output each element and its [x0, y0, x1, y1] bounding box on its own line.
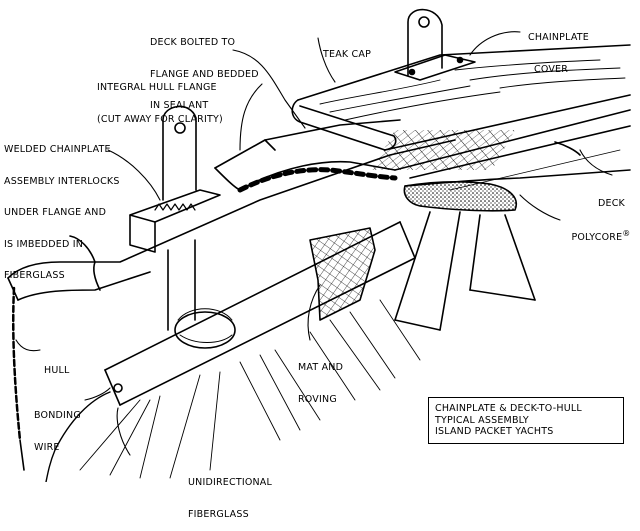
- label-deck: DECK: [598, 178, 625, 220]
- label-line: TEAK CAP: [323, 49, 372, 60]
- label-line: POLYCORE: [571, 231, 623, 243]
- label-line: UNIDIRECTIONAL: [188, 477, 272, 488]
- deck-panel: [371, 109, 631, 191]
- roving-disk: [174, 308, 236, 349]
- leader-lines: [15, 31, 613, 456]
- label-line: INTEGRAL HULL FLANGE: [97, 82, 217, 93]
- registered-mark: ®: [622, 228, 631, 238]
- hull-shell: [7, 139, 456, 471]
- label-line: FIBERGLASS: [188, 508, 249, 520]
- label-bonding-wire: BONDING WIRE: [34, 390, 81, 464]
- caption-line: ISLAND PACKET YACHTS: [435, 426, 554, 437]
- label-unidirectional: UNIDIRECTIONAL FIBERGLASS: [188, 457, 272, 531]
- label-line: ASSEMBLY INTERLOCKS: [4, 175, 120, 187]
- chainplate-assembly: [129, 8, 443, 331]
- chainplate-diagram: DECK BOLTED TO FLANGE AND BEDDED IN SEAL…: [4, 8, 631, 520]
- label-polycore: POLYCORE®: [565, 218, 631, 243]
- mat-roving-swatch: [309, 227, 376, 321]
- label-line: (CUT AWAY FOR CLARITY): [97, 113, 223, 125]
- diagram-illustration: [7, 8, 631, 482]
- label-line: WELDED CHAINPLATE: [4, 144, 111, 155]
- label-line: WIRE: [34, 441, 60, 453]
- hull-flange: [214, 119, 401, 193]
- caption-line: CHAINPLATE & DECK-TO-HULL: [435, 403, 582, 414]
- label-deck-bolted: DECK BOLTED TO FLANGE AND BEDDED IN SEAL…: [150, 17, 259, 122]
- label-mat-roving: MAT AND ROVING: [298, 342, 343, 416]
- label-line: FIBERGLASS: [4, 270, 65, 281]
- label-line: IN SEALANT: [150, 100, 209, 111]
- label-hull: HULL: [44, 345, 69, 387]
- support-legs: [394, 211, 536, 331]
- label-line: DECK: [598, 198, 625, 209]
- caption-line: TYPICAL ASSEMBLY: [435, 414, 529, 426]
- bonding-wire: [45, 391, 111, 482]
- label-line: ROVING: [298, 393, 337, 405]
- label-line: COVER: [534, 63, 569, 75]
- caption-box: CHAINPLATE & DECK-TO-HULL TYPICAL ASSEMB…: [428, 397, 624, 444]
- label-line: IS IMBEDDED IN: [4, 238, 84, 250]
- label-line: FLANGE AND BEDDED: [150, 68, 259, 80]
- label-line: BONDING: [34, 410, 81, 421]
- label-welded-chainplate: WELDED CHAINPLATE ASSEMBLY INTERLOCKS UN…: [4, 124, 120, 292]
- label-line: DECK BOLTED TO: [150, 37, 236, 48]
- polycore-layer: [403, 181, 517, 212]
- label-line: UNDER FLANGE AND: [4, 207, 107, 218]
- label-integral-flange: INTEGRAL HULL FLANGE (CUT AWAY FOR CLARI…: [97, 62, 223, 136]
- label-chainplate-cover: CHAINPLATE COVER: [528, 12, 589, 86]
- label-line: MAT AND: [298, 362, 344, 373]
- label-teak-cap: TEAK CAP: [323, 29, 371, 71]
- label-line: HULL: [44, 365, 70, 376]
- chainplate-cover: [394, 54, 476, 81]
- label-line: CHAINPLATE: [528, 32, 589, 43]
